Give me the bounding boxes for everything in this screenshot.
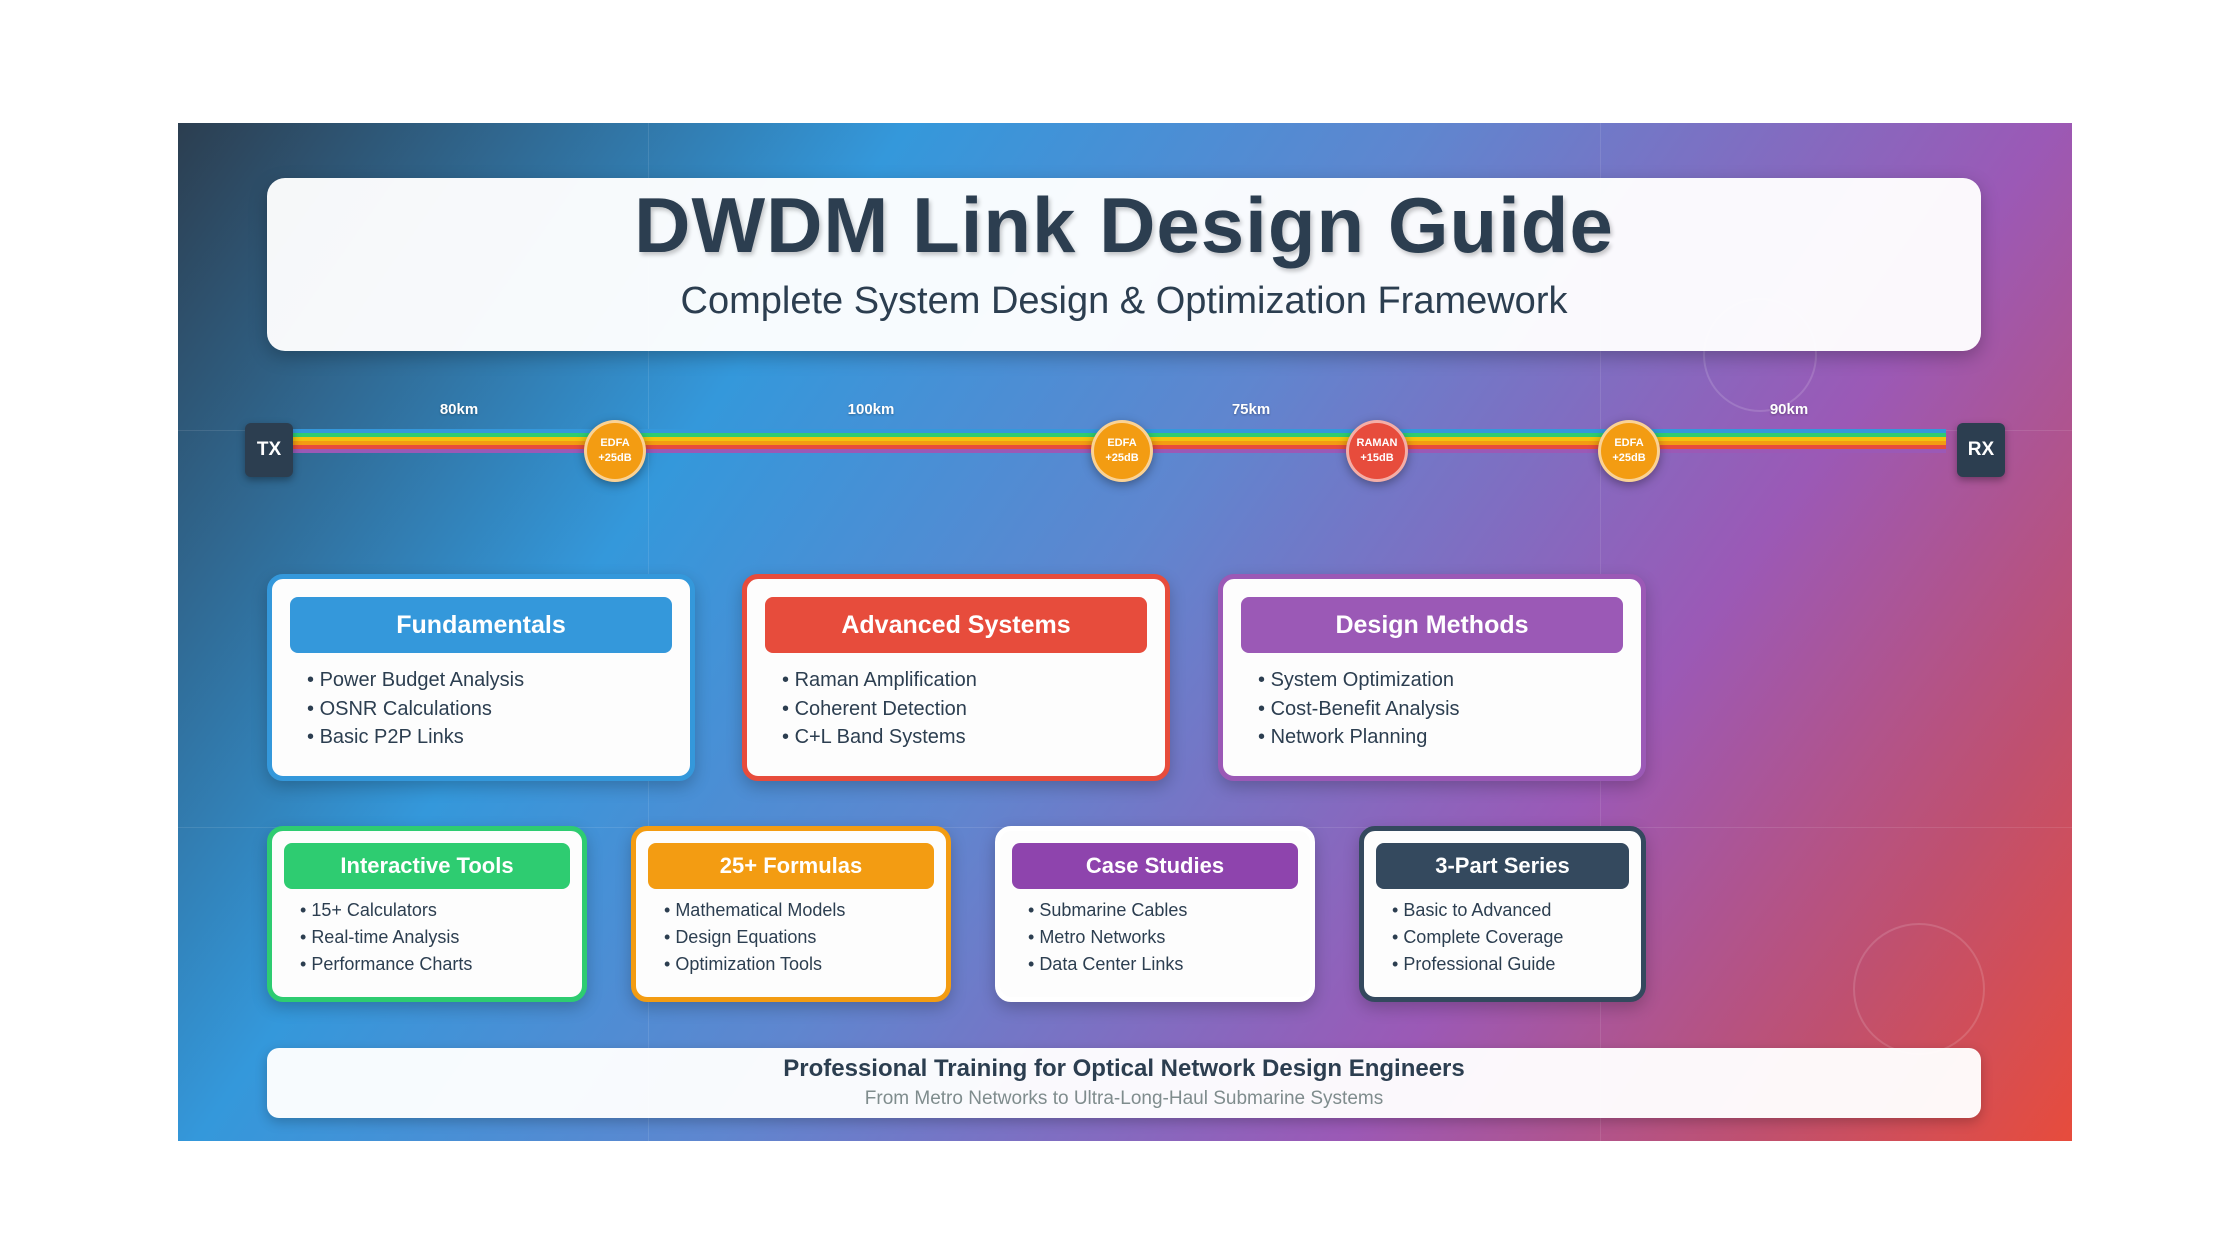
list-item: Basic to Advanced [1392,897,1563,924]
list-item: OSNR Calculations [307,695,524,724]
page-subtitle: Complete System Design & Optimization Fr… [680,280,1568,322]
footer-headline: Professional Training for Optical Networ… [783,1055,1465,1082]
series-card[interactable]: 3-Part Series Basic to Advanced Complete… [1359,826,1646,1002]
interactive-tools-card[interactable]: Interactive Tools 15+ Calculators Real-t… [267,826,587,1002]
span-length-label: 90km [1769,401,1809,418]
list-item: Cost-Benefit Analysis [1258,695,1460,724]
page-title: DWDM Link Design Guide [634,181,1614,269]
span-length-label: 80km [439,401,479,418]
fundamentals-card[interactable]: Fundamentals Power Budget Analysis OSNR … [267,574,695,781]
list-item: System Optimization [1258,666,1460,695]
amplifier-gain: +25dB [1612,452,1646,464]
span-length-label: 75km [1231,401,1271,418]
list-item: Submarine Cables [1028,897,1187,924]
list-item: Design Equations [664,924,845,951]
topic-list: Power Budget Analysis OSNR Calculations … [307,666,525,752]
amplifier-type: EDFA [1107,437,1137,449]
list-item: C+L Band Systems [782,723,977,752]
list-item: Professional Guide [1392,951,1563,978]
amplifier-type: RAMAN [1356,437,1398,449]
feature-list: Mathematical Models Design Equations Opt… [664,897,845,978]
advanced-systems-card[interactable]: Advanced Systems Raman Amplification Coh… [742,574,1170,781]
card-title: Fundamentals [290,597,672,653]
case-studies-card[interactable]: Case Studies Submarine Cables Metro Netw… [995,826,1315,1002]
amplifier-gain: +25dB [598,452,632,464]
decorative-circle [1853,923,1985,1055]
feature-list: 15+ Calculators Real-time Analysis Perfo… [300,897,472,978]
list-item: Power Budget Analysis [307,666,525,695]
amplifier-gain: +15dB [1360,452,1394,464]
list-item: Real-time Analysis [300,924,472,951]
list-item: Optimization Tools [664,951,845,978]
card-title: Design Methods [1241,597,1623,653]
list-item: Data Center Links [1028,951,1187,978]
list-item: Raman Amplification [782,666,977,695]
list-item: Metro Networks [1028,924,1187,951]
amplifier-gain: +25dB [1105,452,1139,464]
topic-list: System Optimization Cost-Benefit Analysi… [1258,666,1460,752]
list-item: Coherent Detection [782,695,977,724]
card-title: Advanced Systems [765,597,1147,653]
dwdm-banner: DWDM Link Design Guide Complete System D… [178,123,2072,1141]
footer-tagline: From Metro Networks to Ultra-Long-Haul S… [864,1088,1384,1109]
span-length-label: 100km [847,401,895,418]
receiver-node: RX [1957,423,2005,477]
card-title: Interactive Tools [284,843,570,889]
formulas-card[interactable]: 25+ Formulas Mathematical Models Design … [631,826,951,1002]
title-card: DWDM Link Design Guide Complete System D… [267,178,1981,351]
footer-banner: Professional Training for Optical Networ… [267,1048,1981,1118]
feature-list: Basic to Advanced Complete Coverage Prof… [1392,897,1563,978]
list-item: Basic P2P Links [307,723,524,752]
list-item: 15+ Calculators [300,897,472,924]
card-title: 25+ Formulas [648,843,934,889]
edfa-amplifier: EDFA +25dB [1598,420,1660,482]
list-item: Mathematical Models [664,897,845,924]
edfa-amplifier: EDFA +25dB [1091,420,1153,482]
feature-list: Submarine Cables Metro Networks Data Cen… [1028,897,1187,978]
design-methods-card[interactable]: Design Methods System Optimization Cost-… [1218,574,1646,781]
raman-amplifier: RAMAN +15dB [1346,420,1408,482]
transmitter-node: TX [245,423,293,477]
topic-list: Raman Amplification Coherent Detection C… [782,666,977,752]
amplifier-type: EDFA [1614,437,1644,449]
list-item: Network Planning [1258,723,1460,752]
amplifier-type: EDFA [600,437,630,449]
list-item: Performance Charts [300,951,472,978]
card-title: Case Studies [1012,843,1298,889]
card-title: 3-Part Series [1376,843,1629,889]
edfa-amplifier: EDFA +25dB [584,420,646,482]
list-item: Complete Coverage [1392,924,1563,951]
